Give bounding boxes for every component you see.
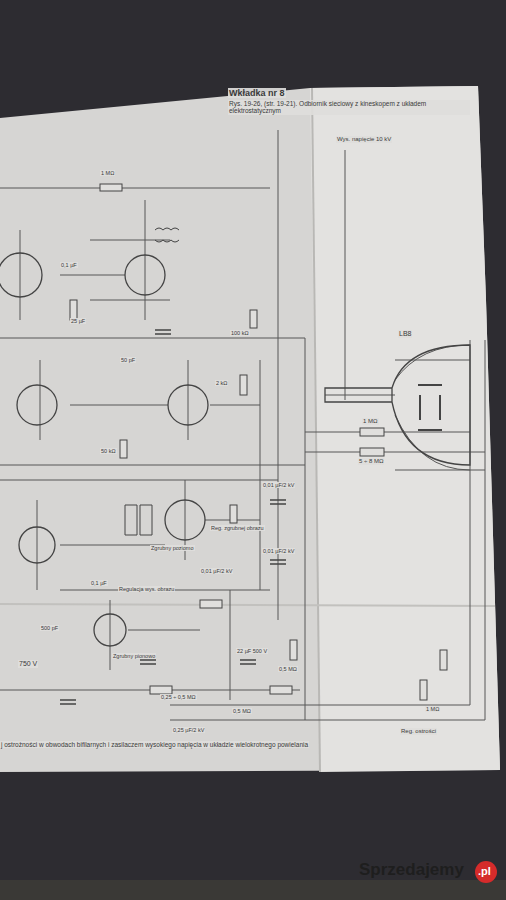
resistor-symbols: [70, 184, 447, 700]
paper-sheet: [0, 86, 500, 772]
control-label: Regulacja wys. obrazu: [118, 586, 175, 592]
capacitor-symbols: [60, 330, 286, 704]
value-label: 0,01 µF/2 kV: [262, 548, 295, 554]
transformer-symbol: [125, 228, 179, 535]
paper-panel: [310, 86, 500, 772]
sheet-title: Wkładka nr 8: [228, 88, 286, 98]
value-label: 25 µF: [70, 318, 86, 324]
footer-note: j ostrożności w obwodach bifilarnych i z…: [0, 741, 309, 748]
control-label: Zgrubny pionowo: [112, 653, 156, 659]
value-label: 1 MΩ: [362, 418, 379, 425]
value-label: 50 pF: [120, 357, 136, 363]
watermark: Sprzedajemy: [358, 860, 465, 880]
value-label: 2 kΩ: [215, 380, 228, 386]
fold-line: [312, 88, 320, 772]
control-label: Reg. ostrości: [400, 728, 437, 735]
value-label: 100 kΩ: [230, 330, 250, 336]
value-label: 0,25 µF/2 kV: [172, 727, 205, 733]
value-label: 0,25 ÷ 0,5 MΩ: [160, 694, 197, 700]
value-label: 1 MΩ: [100, 170, 115, 176]
value-label: 22 µF 500 V: [236, 648, 268, 654]
value-label: 0,1 µF: [60, 262, 78, 268]
value-label: 0,5 MΩ: [232, 708, 252, 714]
header-note: Rys. 19-26, (str. 19-21). Odbiornik siec…: [228, 100, 470, 115]
value-label: 0,1 µF: [90, 580, 108, 586]
tube-name: LB8: [398, 330, 412, 338]
value-label: 5 ÷ 8 MΩ: [358, 458, 384, 465]
voltage-note: Wys. napięcie 10 kV: [336, 136, 392, 143]
table-cloth: [0, 880, 506, 900]
value-label: 500 pF: [40, 625, 59, 631]
tube-symbols: [0, 253, 470, 646]
fold-line: [0, 604, 495, 606]
value-label: 0,01 µF/2 kV: [200, 568, 233, 574]
control-label: Zgrubny poziomo: [150, 545, 195, 551]
control-label: Reg. zgrubnej obrazu: [210, 525, 265, 531]
value-label: 0,01 µF/2 kV: [262, 482, 295, 488]
logo-dot: [475, 861, 497, 883]
value-label: 1 MΩ: [425, 706, 440, 712]
watermark: .pl: [477, 865, 492, 878]
voltage-label: 750 V: [18, 660, 38, 668]
value-label: 0,5 MΩ: [278, 666, 298, 672]
value-label: 50 kΩ: [100, 448, 117, 454]
wires: [0, 130, 485, 720]
